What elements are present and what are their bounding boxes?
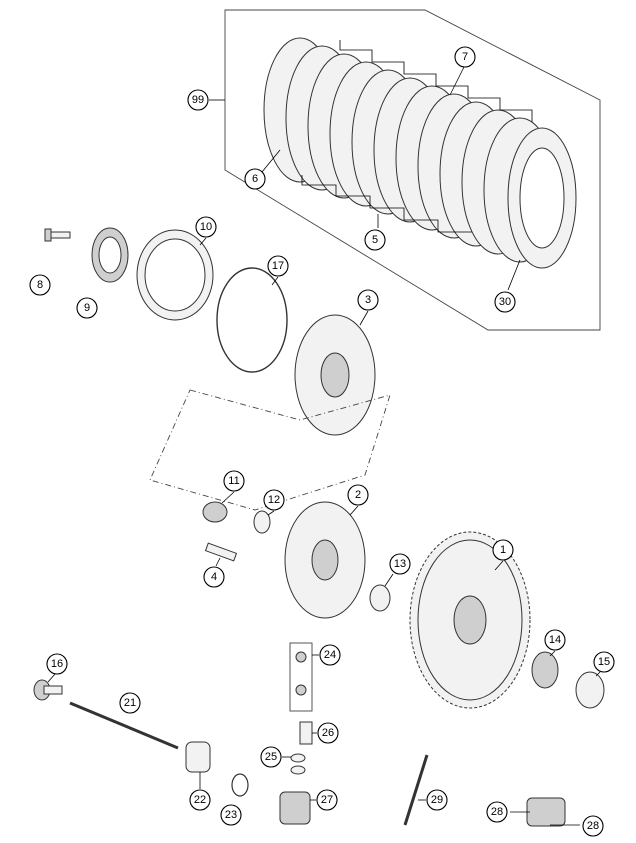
svg-text:99: 99 [192,94,204,106]
callout-12: 12 [263,489,285,516]
svg-text:21: 21 [124,697,136,709]
svg-text:5: 5 [372,234,378,246]
svg-text:10: 10 [200,221,212,233]
svg-text:26: 26 [322,727,334,739]
bleed-syringe [403,754,429,826]
slave-cylinder-gasket [185,741,211,773]
svg-text:29: 29 [431,794,443,806]
svg-text:4: 4 [211,571,217,583]
svg-text:27: 27 [321,794,333,806]
pushrod-screw [33,679,63,701]
bushing [575,671,605,709]
lock-washer [253,510,271,534]
callout-2: 2 [347,484,369,516]
svg-text:28: 28 [587,820,599,832]
svg-text:6: 6 [252,173,258,185]
svg-text:22: 22 [194,794,206,806]
svg-text:3: 3 [365,294,371,306]
callout-23: 23 [220,804,242,826]
svg-text:25: 25 [265,751,277,763]
callout-27: 27 [310,789,338,811]
callout-15: 15 [593,651,615,677]
clutch-pack-frame [224,9,601,331]
bolt [44,228,71,242]
callout-26: 26 [312,722,339,744]
callout-4: 4 [203,557,225,588]
callout-28-left: 28 [486,801,508,823]
callout-21: 21 [119,692,141,714]
callout-30: 30 [494,259,521,313]
callout-17: 17 [267,255,289,286]
callout-10: 10 [195,216,217,246]
callout-25: 25 [260,746,291,768]
push-rod [69,701,179,750]
plate-bracket-bottom [301,175,472,233]
svg-text:11: 11 [228,475,239,487]
o-ring-small [231,773,249,797]
callout-13: 13 [384,553,411,587]
callout-1: 1 [492,539,514,571]
needle-bearing [91,227,129,283]
svg-text:15: 15 [598,656,610,668]
clutch-plate-stack [263,37,577,269]
callout-24: 24 [312,644,341,666]
clutch-master-cylinder [526,797,566,827]
banjo-fitting [299,721,313,745]
svg-text:13: 13 [394,558,406,570]
callout-29: 29 [418,789,448,811]
callout-5: 5 [364,214,386,251]
callout-8: 8 [29,274,51,296]
svg-text:16: 16 [51,658,63,670]
friction-disc [136,229,214,321]
svg-text:8: 8 [37,279,43,291]
clutch-basket [409,531,531,709]
svg-text:14: 14 [549,634,561,646]
callout-7: 7 [449,46,476,96]
callout-99: 99 [187,89,225,111]
valve-parts-box [289,642,313,712]
callout-11: 11 [221,470,245,504]
callout-28-right: 28 [582,815,604,837]
callout-16: 16 [46,653,68,683]
callout-9: 9 [76,297,98,319]
callout-6: 6 [244,149,281,190]
callout-14: 14 [544,629,566,657]
svg-text:17: 17 [272,260,284,272]
svg-text:28: 28 [491,806,503,818]
thrust-washer [369,584,391,612]
svg-text:23: 23 [225,809,237,821]
hex-nut [202,501,228,523]
o-ring-large [216,267,288,373]
svg-text:30: 30 [499,296,511,308]
svg-text:7: 7 [462,51,468,63]
dashed-assembly-outline [149,389,391,511]
needle-bearing-sleeve [531,651,559,689]
svg-text:24: 24 [324,649,336,661]
svg-text:12: 12 [268,494,280,506]
plate-bracket-top [339,40,533,122]
inner-hub [284,501,366,619]
pin [204,542,238,562]
svg-text:1: 1 [500,544,506,556]
slave-cylinder [279,791,311,825]
pressure-plate [294,314,376,436]
svg-text:9: 9 [84,302,90,314]
callout-22: 22 [189,772,211,811]
svg-text:2: 2 [355,489,361,501]
callout-3: 3 [357,289,379,326]
